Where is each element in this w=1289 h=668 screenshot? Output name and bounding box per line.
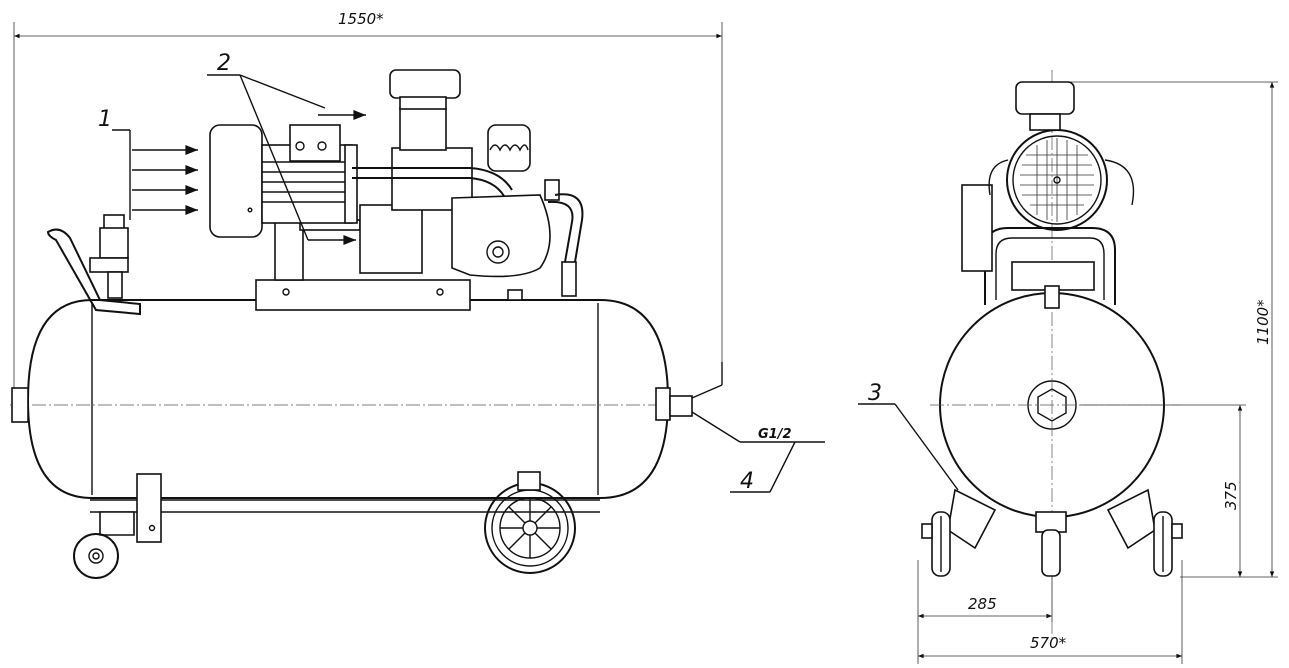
tank-frame [90,473,600,543]
main-wheel [484,471,576,574]
motor-fan-cover [961,81,1135,272]
dimension-text-375: 375 [1222,481,1240,510]
front-legs [947,488,1156,577]
callout-1: 1 [98,107,198,220]
dimension-axis-height: 375 [1080,404,1246,578]
dimension-text-1550: 1550* [338,10,384,28]
fan-grille [1020,138,1094,222]
dimension-text-285: 285 [968,595,997,613]
callout-4: G1/2 4 [691,411,825,494]
callout-2: 2 [207,51,367,246]
callout-label-1: 1 [98,107,112,132]
front-wheels [921,511,1183,577]
dimension-text-570: 570* [1030,634,1067,652]
callout-label-3: 3 [868,381,882,406]
piping [352,167,584,297]
dimension-overall-length: 1550* [13,10,723,390]
electric-motor [209,124,358,238]
thread-label: G1/2 [758,427,792,442]
side-view: 1550* [10,10,825,579]
dimension-overall-width: 570* [917,560,1183,664]
compressor-block [359,69,560,278]
front-view: 1100* 375 285 570* [858,70,1278,664]
dimension-overall-height: 1100* [1042,81,1278,578]
receiver-tank [10,299,723,499]
front-handle [984,227,1116,309]
callout-label-4: 4 [740,469,754,494]
dimension-text-1100: 1100* [1254,299,1272,345]
caster-wheel [73,533,119,579]
callout-3: 3 [858,381,959,491]
handle [46,228,141,316]
safety-valve [89,214,129,299]
callout-label-2: 2 [217,51,231,76]
